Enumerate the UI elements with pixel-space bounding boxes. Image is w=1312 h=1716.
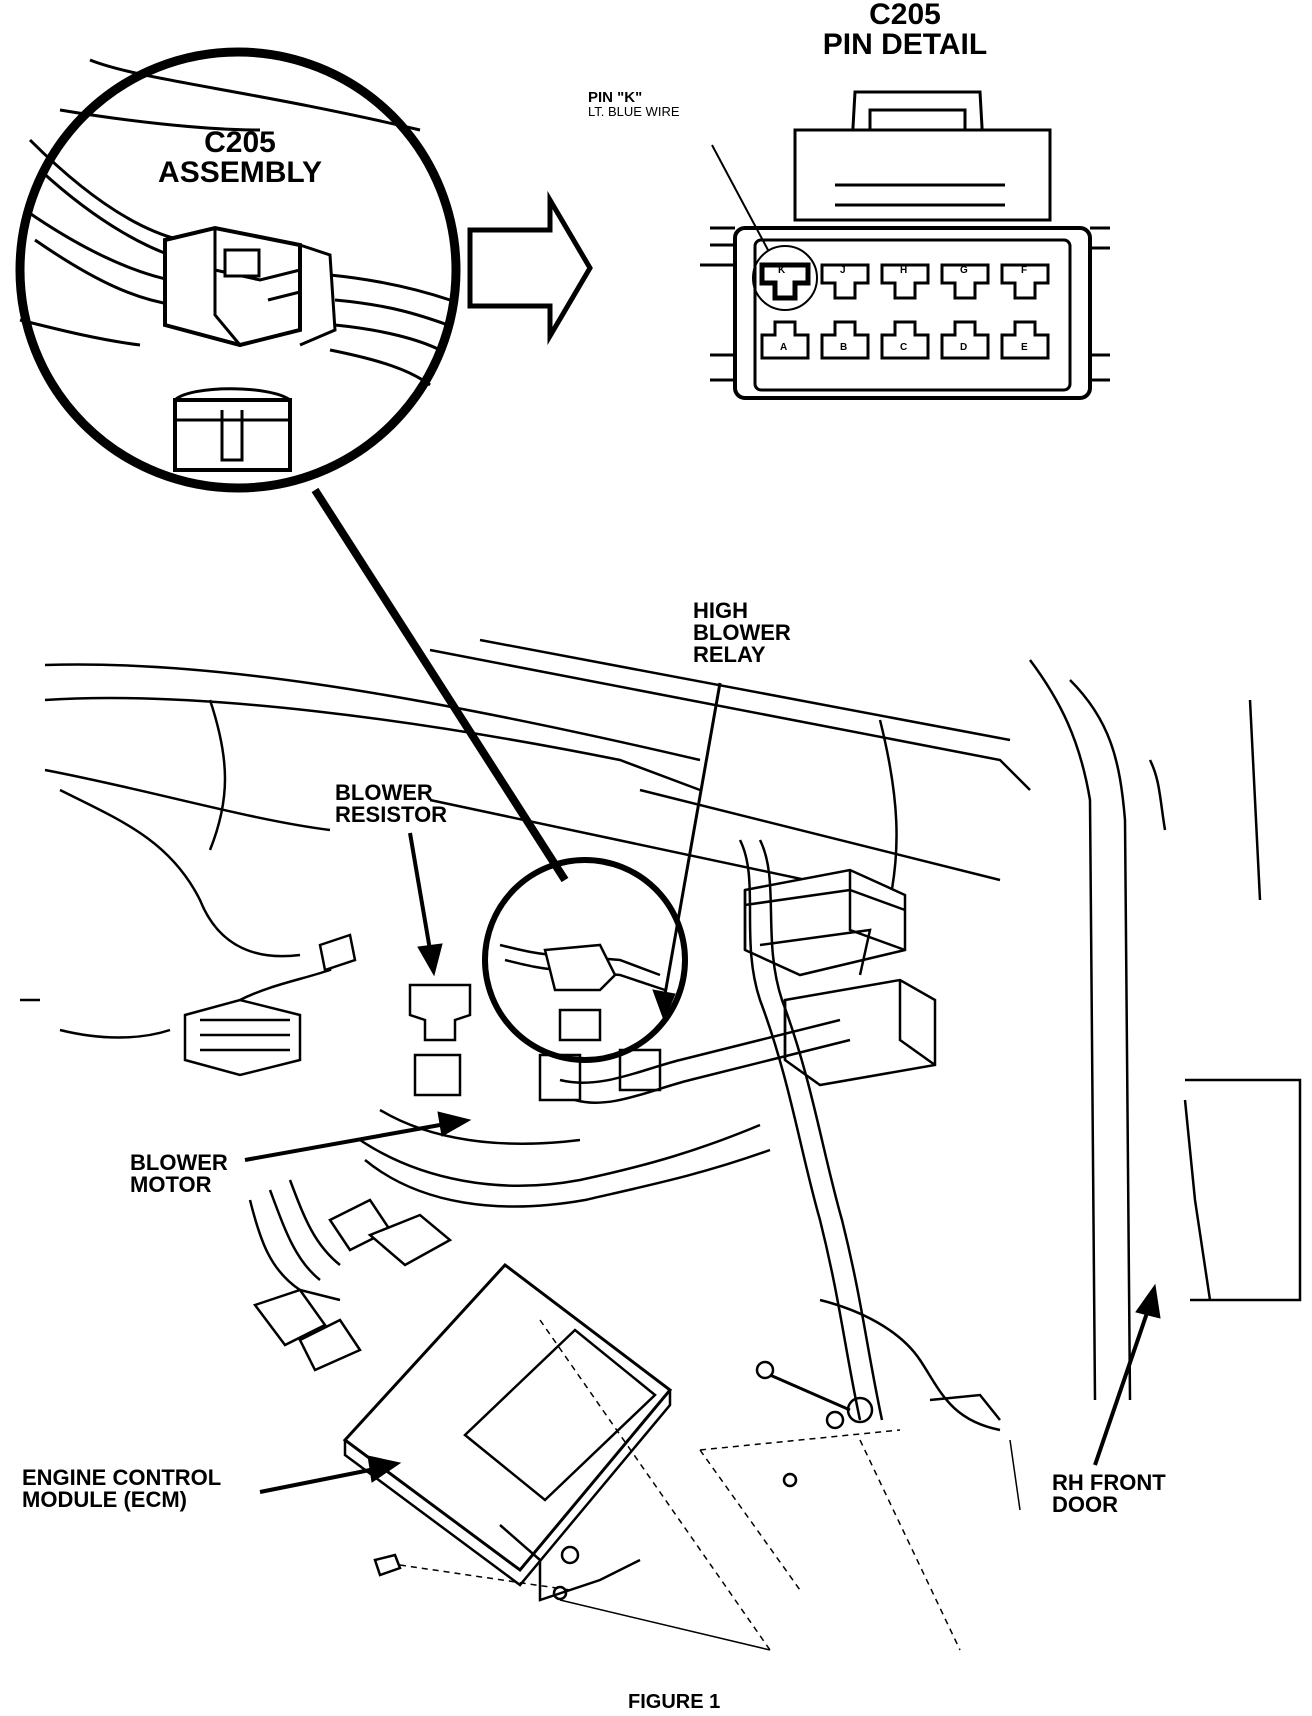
high-blower-relay-line2: BLOWER [693, 620, 791, 645]
pin-k-callout-line1: PIN "K" [588, 89, 643, 106]
blower-resistor-line2: RESISTOR [335, 802, 448, 827]
rh-front-door-line1: RH FRONT [1052, 1470, 1166, 1495]
figure-caption: FIGURE 1 [628, 1691, 721, 1713]
rh-front-door-line2: DOOR [1052, 1492, 1118, 1517]
c205-assembly-inset [15, 47, 461, 493]
inset-title-line1: C205 [204, 126, 276, 159]
pin-label-b: B [840, 342, 848, 353]
pin-label-j: J [840, 265, 846, 276]
pin-label-c: C [900, 342, 908, 353]
pin-label-h: H [900, 265, 908, 276]
blower-resistor-label: BLOWER RESISTOR [335, 782, 447, 826]
inset-title-line2: ASSEMBLY [158, 156, 322, 189]
pin-detail-title: C205 PIN DETAIL [800, 0, 1010, 60]
under-dash-illustration [20, 638, 1302, 1651]
high-blower-relay-line1: HIGH [693, 598, 748, 623]
pin-row-bottom [760, 320, 1050, 360]
ecm-label: ENGINE CONTROL MODULE (ECM) [22, 1467, 221, 1511]
c205-small-connector [499, 943, 666, 1042]
rh-front-door-label: RH FRONT DOOR [1052, 1472, 1166, 1516]
inset-leader-line [311, 487, 569, 883]
blower-motor-line2: MOTOR [130, 1172, 212, 1197]
pin-k-callout-line2: LT. BLUE WIRE [588, 104, 680, 119]
c205-location-circle [482, 857, 688, 1063]
pin-label-a: A [780, 342, 788, 353]
pin-k-callout: PIN "K" LT. BLUE WIRE [588, 90, 680, 118]
pin-label-f: F [1021, 265, 1028, 276]
callout-arrows [244, 682, 1161, 1494]
pin-detail-title-line2: PIN DETAIL [822, 28, 988, 61]
pin-label-d: D [960, 342, 968, 353]
high-blower-relay-label: HIGH BLOWER RELAY [693, 600, 791, 666]
pin-label-k: K [778, 265, 786, 276]
blower-motor-label: BLOWER MOTOR [130, 1152, 228, 1196]
blower-resistor-line1: BLOWER [335, 780, 433, 805]
pin-label-e: E [1021, 342, 1028, 353]
inset-title: C205 ASSEMBLY [130, 128, 350, 188]
high-blower-relay-line3: RELAY [693, 642, 766, 667]
ecm-line1: ENGINE CONTROL [22, 1465, 222, 1490]
pin-detail-title-line1: C205 [869, 0, 941, 31]
pin-label-g: G [960, 265, 968, 276]
blower-motor-line1: BLOWER [130, 1150, 228, 1175]
ecm-line2: MODULE (ECM) [22, 1487, 187, 1512]
pin-row-top [759, 262, 1050, 301]
right-arrow-icon [467, 190, 593, 346]
